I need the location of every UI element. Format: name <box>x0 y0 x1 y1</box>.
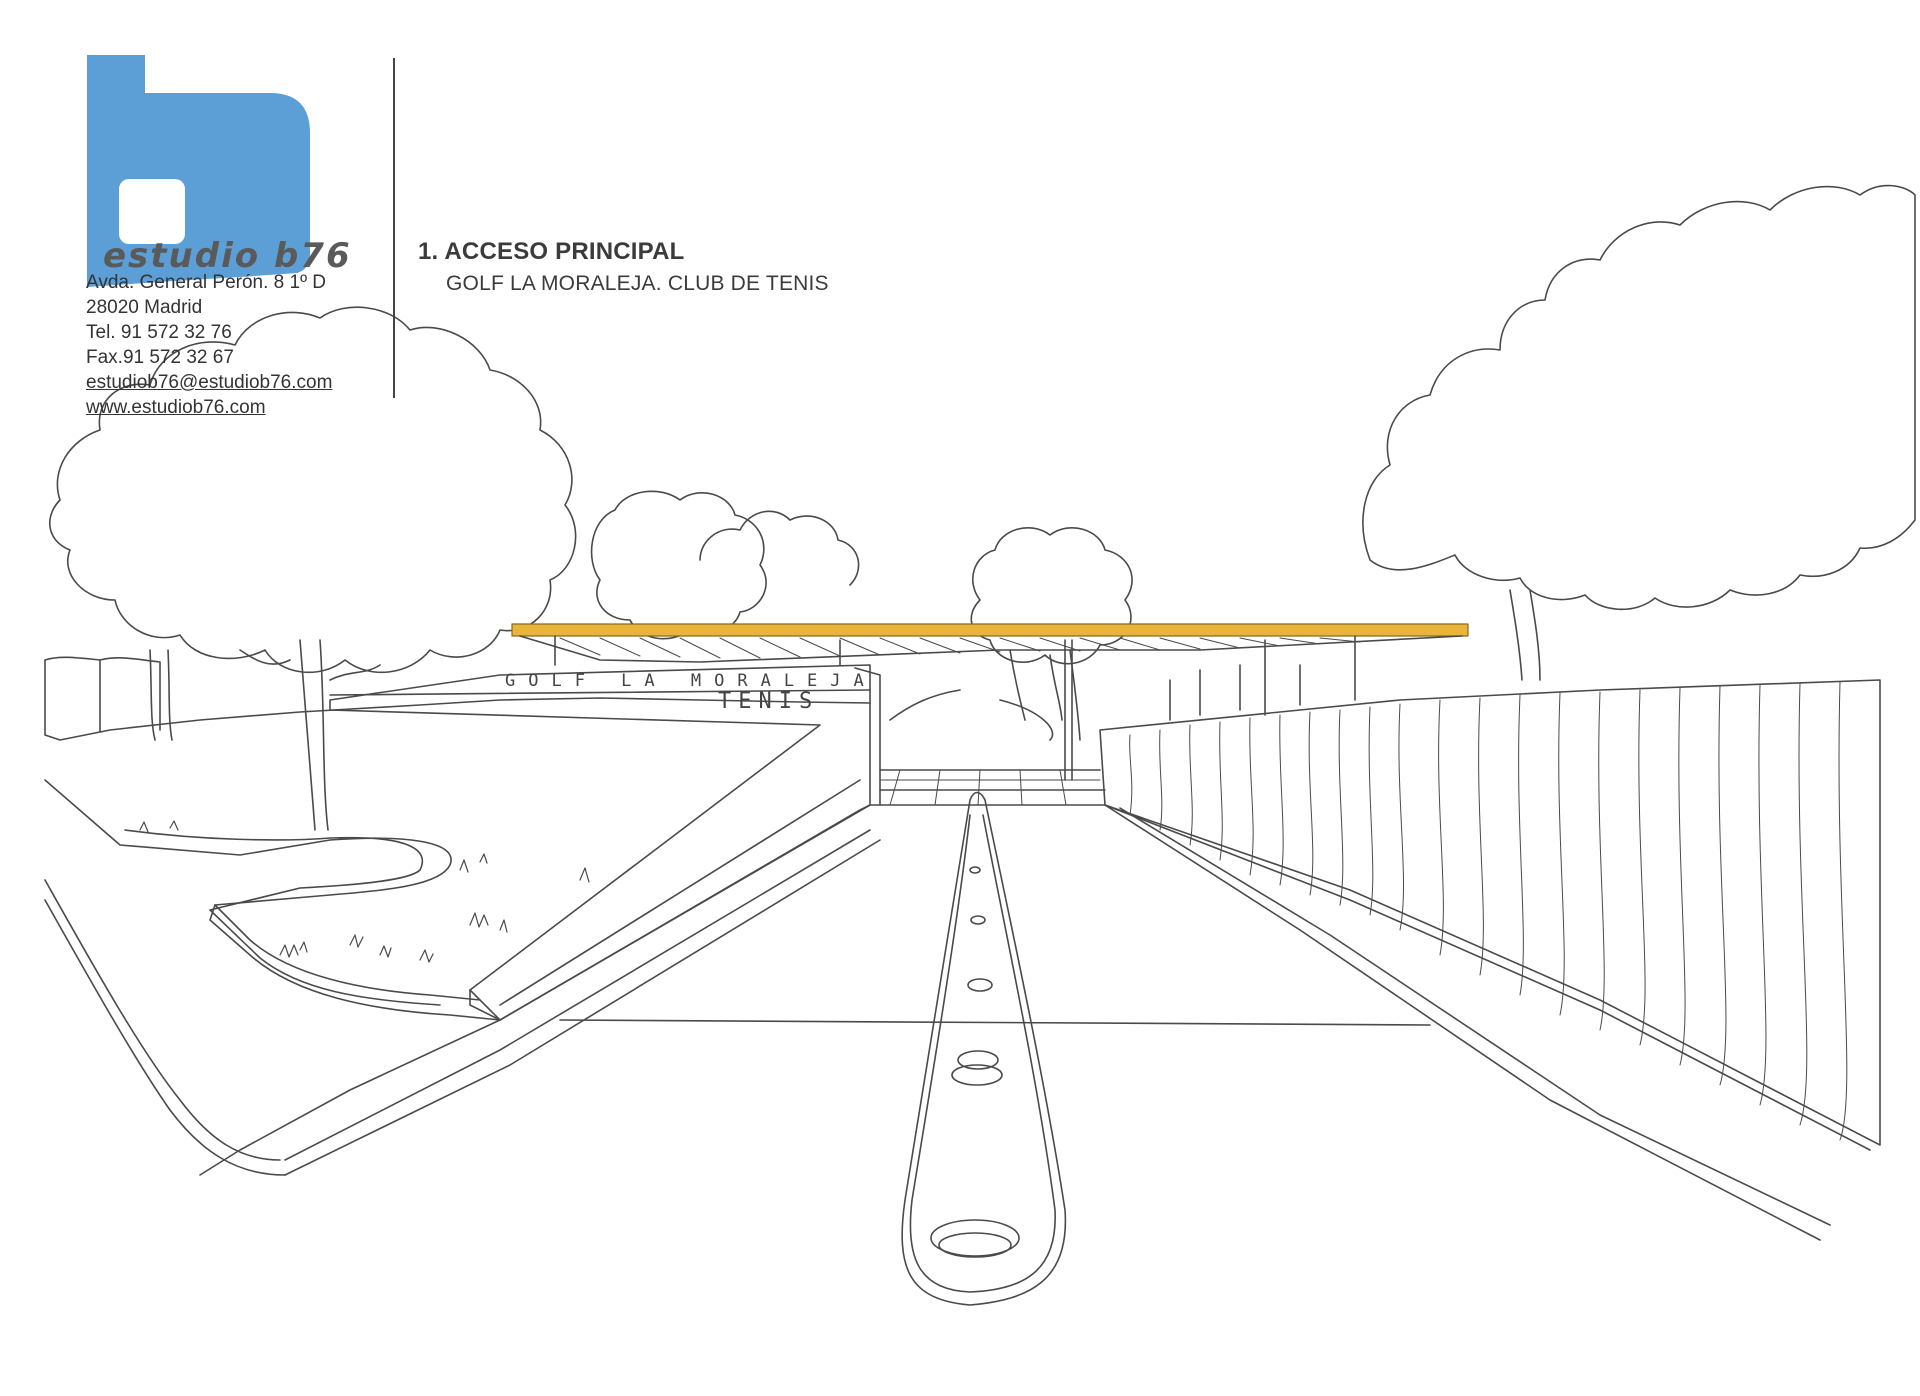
median-light <box>970 915 986 925</box>
lawn-border-inner <box>124 829 441 1006</box>
drawing-subtitle: GOLF LA MORALEJA. CLUB DE TENIS <box>446 272 829 295</box>
center-tree-mid <box>699 510 860 586</box>
logo-mark: estudio b76 <box>87 55 352 287</box>
contact-block: Avda. General Perón. 8 1º D 28020 Madrid… <box>86 270 332 420</box>
sign-line-1: GOLF LA MORALEJA <box>505 671 877 691</box>
contact-address: Avda. General Perón. 8 1º D <box>86 272 327 293</box>
center-tree-left <box>590 490 767 640</box>
road-right-edge <box>1104 804 1821 1241</box>
entrance-wall <box>329 664 871 1021</box>
planter-edge <box>209 904 501 1021</box>
contact-city: 28020 Madrid <box>86 297 203 318</box>
center-tree-right <box>970 526 1133 665</box>
distant-path <box>869 689 1106 806</box>
contact-email-link[interactable]: estudiob76@estudiob76.com <box>86 372 333 393</box>
right-curb <box>1104 804 1871 1151</box>
lawn-border-outer <box>44 779 481 1001</box>
right-fence <box>1099 679 1881 1146</box>
canopy-battens <box>559 637 1361 659</box>
contact-fax: Fax.91 572 32 67 <box>86 347 234 368</box>
median-light <box>957 1050 999 1070</box>
plaza-paving <box>879 769 1101 806</box>
contact-phone: Tel. 91 572 32 76 <box>86 322 232 343</box>
road-left-edge <box>199 804 871 1176</box>
median-light <box>967 978 993 992</box>
sign-line-2: TENIS <box>718 689 819 714</box>
left-hedge <box>44 659 871 741</box>
contact-website-link[interactable]: www.estudiob76.com <box>86 397 266 418</box>
median-light <box>930 1219 1020 1257</box>
background-posts <box>1169 664 1301 721</box>
drawing-title: 1. ACCESO PRINCIPAL <box>418 238 685 265</box>
left-curb-inner <box>44 899 286 1176</box>
left-hedge-top <box>44 656 161 733</box>
left-curb-outer <box>44 879 281 1161</box>
median-island <box>901 791 1067 1306</box>
sidewalk-left <box>284 829 881 1176</box>
header-divider <box>393 58 395 398</box>
right-tree-canopy <box>1362 184 1916 611</box>
left-tree-trunk <box>239 639 381 831</box>
median-light <box>969 866 981 874</box>
canopy-columns <box>554 635 1356 781</box>
road-right-edge-2 <box>1119 807 1831 1226</box>
right-tree-trunk <box>1509 589 1541 681</box>
left-hedge-line <box>329 689 871 696</box>
logo-text: estudio b76 <box>103 236 352 276</box>
road-crossline <box>559 1019 1431 1026</box>
median-light <box>938 1232 1012 1258</box>
median-island-inner <box>909 814 1056 1293</box>
logo-inner-square <box>119 179 185 244</box>
entrance-wall-side <box>469 667 881 1021</box>
right-fence-texture <box>1129 681 1848 1141</box>
canopy-underside <box>519 635 1463 663</box>
left-tree-canopy <box>48 306 577 674</box>
median-light <box>951 1064 1003 1086</box>
canopy-roof <box>511 623 1469 637</box>
grass-tufts <box>139 820 590 963</box>
left-small-trunk <box>149 649 173 741</box>
